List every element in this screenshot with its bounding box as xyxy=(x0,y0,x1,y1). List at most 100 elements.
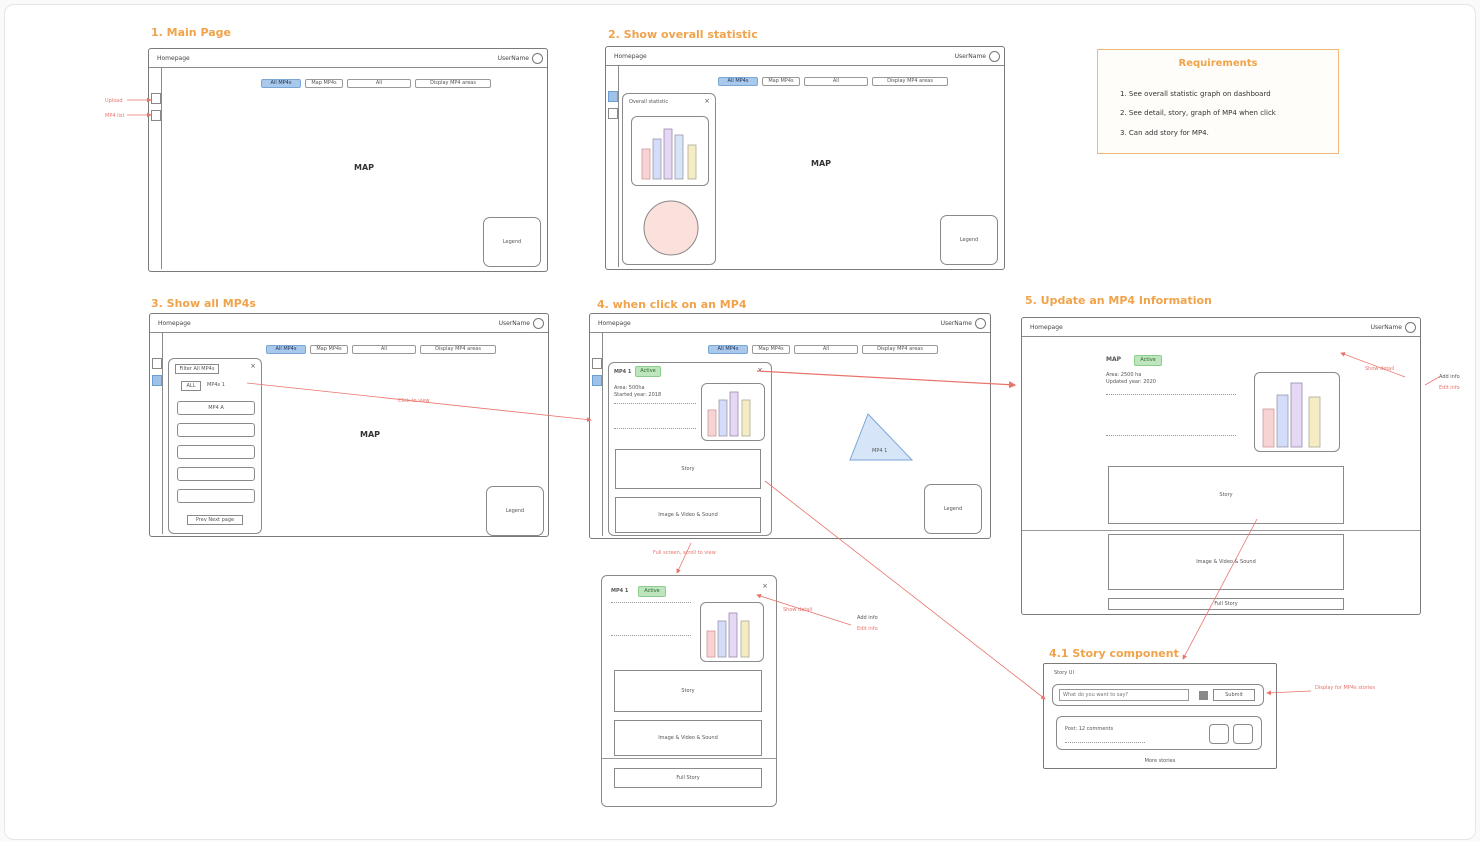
list-icon[interactable] xyxy=(592,375,602,386)
story-header: Story UI xyxy=(1054,670,1074,676)
filter-map-mp4s[interactable]: Map MP4s xyxy=(762,77,800,86)
wireframe-show-all-mp4s: Homepage UserName All MP4s Map MP4s All … xyxy=(149,313,549,537)
note-story-display: Display for MP4s stories xyxy=(1315,685,1375,691)
story-box[interactable]: Story xyxy=(1108,466,1344,524)
title-click-mp4: 4. when click on an MP4 xyxy=(597,298,747,311)
filter-display-areas[interactable]: Display MP4 areas xyxy=(420,345,496,354)
app-brand: Homepage xyxy=(157,55,190,62)
wireframe-main-page: Homepage UserName All MP4s Map MP4s All … xyxy=(148,48,548,272)
full-story-button[interactable]: Full Story xyxy=(614,768,762,788)
pagination[interactable]: Prev Next page xyxy=(187,515,243,525)
list-item[interactable]: MP4 A xyxy=(177,401,255,415)
avatar-icon[interactable] xyxy=(989,51,1000,62)
full-story-button[interactable]: Full Story xyxy=(1108,598,1344,610)
list-item[interactable] xyxy=(177,423,255,437)
media-box[interactable]: Image & Video & Sound xyxy=(1108,534,1344,590)
avatar-icon[interactable] xyxy=(533,318,544,329)
top-bar: Homepage UserName xyxy=(149,49,547,68)
list-item[interactable] xyxy=(177,445,255,459)
close-icon[interactable]: × xyxy=(757,366,763,374)
requirements-title: Requirements xyxy=(1178,58,1258,69)
note-click-to-view: Click to view xyxy=(398,398,430,404)
filter-map-mp4s[interactable]: Map MP4s xyxy=(752,345,790,354)
story-box[interactable]: Story xyxy=(615,449,761,489)
filter-select[interactable]: All xyxy=(352,345,416,354)
filter-map-mp4s[interactable]: Map MP4s xyxy=(310,345,348,354)
list-icon[interactable] xyxy=(151,110,161,121)
mp4-area-label: MP4 1 xyxy=(872,448,888,454)
sidebar xyxy=(152,332,163,534)
mp4-description[interactable] xyxy=(1106,394,1236,436)
status-badge: Active xyxy=(638,586,666,597)
image-upload-icon[interactable] xyxy=(1199,691,1208,700)
mp4-filter-select[interactable]: Filter All MP4s xyxy=(175,364,219,374)
top-bar: Homepage UserName xyxy=(590,314,990,333)
media-box[interactable]: Image & Video & Sound xyxy=(614,720,762,756)
mp4-info-area: Area: 500ha xyxy=(614,385,645,391)
upload-icon[interactable] xyxy=(151,93,161,104)
title-show-all-mp4s: 3. Show all MP4s xyxy=(151,297,256,310)
bar-chart-card xyxy=(1254,372,1340,452)
close-icon[interactable]: × xyxy=(250,362,256,370)
filter-all-mp4s[interactable]: All MP4s xyxy=(708,345,748,354)
option-add-info[interactable]: Add info xyxy=(857,615,878,621)
option-add-info[interactable]: Add info xyxy=(1439,374,1460,380)
like-button[interactable] xyxy=(1209,724,1229,744)
submit-button[interactable]: Submit xyxy=(1213,689,1255,701)
story-post: Post: 12 comments xyxy=(1056,716,1262,750)
avatar-icon[interactable] xyxy=(975,318,986,329)
list-item[interactable] xyxy=(177,467,255,481)
tab-all[interactable]: ALL xyxy=(181,381,201,391)
comment-button[interactable] xyxy=(1233,724,1253,744)
tab-mp4s[interactable]: MP4s 1 xyxy=(203,381,229,391)
filter-display-areas[interactable]: Display MP4 areas xyxy=(872,77,948,86)
diagram-canvas: 1. Main Page 2. Show overall statistic 3… xyxy=(4,4,1476,840)
list-icon[interactable] xyxy=(608,108,618,119)
filter-select[interactable]: All xyxy=(804,77,868,86)
legend-box: Legend xyxy=(940,215,998,265)
filter-bar: All MP4s Map MP4s All Display MP4 areas xyxy=(261,79,501,88)
filter-all-mp4s[interactable]: All MP4s xyxy=(261,79,301,88)
upload-icon[interactable] xyxy=(608,91,618,102)
pie-chart-icon xyxy=(643,200,699,256)
story-box[interactable]: Story xyxy=(614,670,762,712)
avatar-icon[interactable] xyxy=(1405,322,1416,333)
bar-chart-card xyxy=(700,602,764,662)
bar-chart-card xyxy=(701,383,765,441)
list-item[interactable] xyxy=(177,489,255,503)
media-box[interactable]: Image & Video & Sound xyxy=(615,497,761,533)
map-label: MAP xyxy=(354,163,375,172)
top-bar: Homepage UserName xyxy=(150,314,548,333)
mp4-description xyxy=(611,602,691,636)
filter-select[interactable]: All xyxy=(794,345,858,354)
mp4-title: MP4 1 xyxy=(614,369,632,375)
filter-select[interactable]: All xyxy=(347,79,411,88)
user-name: UserName xyxy=(498,320,530,327)
filter-all-mp4s[interactable]: All MP4s xyxy=(718,77,758,86)
filter-bar: All MP4s Map MP4s All Display MP4 areas xyxy=(266,345,506,354)
legend-box: Legend xyxy=(483,217,541,267)
upload-icon[interactable] xyxy=(592,358,602,369)
note-show-detail: Show detail xyxy=(1365,366,1395,372)
close-icon[interactable]: × xyxy=(762,582,768,590)
filter-all-mp4s[interactable]: All MP4s xyxy=(266,345,306,354)
filter-display-areas[interactable]: Display MP4 areas xyxy=(415,79,491,88)
story-input[interactable] xyxy=(1059,689,1189,701)
mp4-area-triangle[interactable] xyxy=(846,410,916,466)
avatar-icon[interactable] xyxy=(532,53,543,64)
filter-display-areas[interactable]: Display MP4 areas xyxy=(862,345,938,354)
filter-map-mp4s[interactable]: Map MP4s xyxy=(305,79,343,88)
more-stories-link[interactable]: More stories xyxy=(1144,758,1176,764)
bar-chart-icon xyxy=(641,128,697,180)
bar-chart-card xyxy=(631,116,709,186)
app-brand: Homepage xyxy=(598,320,631,327)
option-edit-info[interactable]: Edit info xyxy=(1439,385,1460,391)
option-edit-info[interactable]: Edit info xyxy=(857,626,878,632)
mp4-list-panel: Filter All MP4s × ALL MP4s 1 MP4 A Prev … xyxy=(168,358,262,534)
upload-icon[interactable] xyxy=(152,358,162,369)
list-icon[interactable] xyxy=(152,375,162,386)
wireframe-update-mp4: Homepage UserName MAP Active Area: 2500 … xyxy=(1021,317,1421,615)
top-bar: Homepage UserName xyxy=(1022,318,1420,337)
close-icon[interactable]: × xyxy=(704,97,710,105)
legend-box: Legend xyxy=(486,486,544,536)
